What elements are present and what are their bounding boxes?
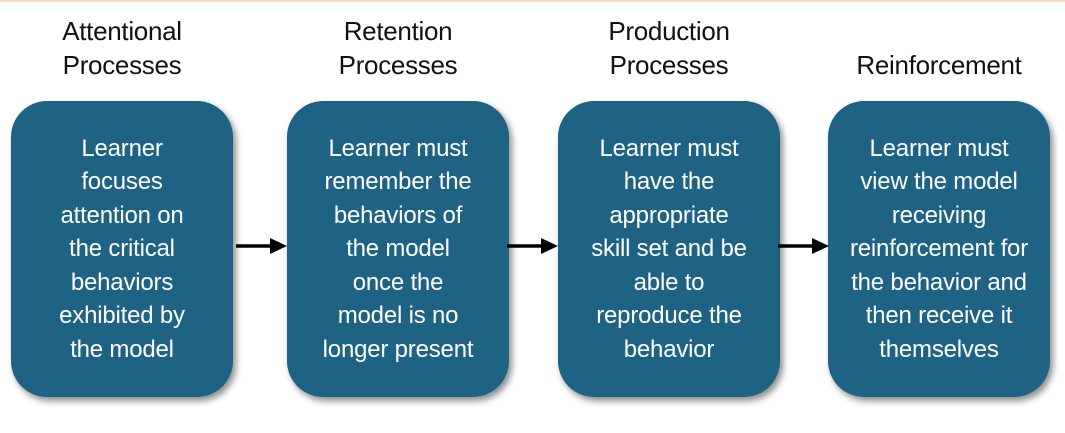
right-arrow-icon <box>778 238 829 254</box>
step-2-header-line-2: Processes <box>338 50 458 80</box>
step-1-text-line-4: the critical <box>69 235 175 263</box>
step-1-text-line-2: focuses <box>81 168 163 196</box>
step-3-text-line-6: reproduce the <box>596 302 742 330</box>
step-3-text-line-3: appropriate <box>609 201 729 229</box>
step-1-text-line-1: Learner <box>81 134 163 162</box>
step-4-text-line-5: the behavior and <box>851 268 1027 296</box>
step-4-header: Reinforcement <box>824 48 1054 82</box>
step-3-box: Learner must have the appropriate skill … <box>558 101 780 397</box>
step-1-text-line-5: behaviors <box>70 268 174 296</box>
step-2-header-line-1: Retention <box>343 16 453 46</box>
step-2-header: Retention Processes <box>283 14 513 82</box>
step-3-text-line-4: skill set and be <box>591 235 747 263</box>
step-4-text-line-4: reinforcement for <box>849 235 1028 263</box>
step-2-text-line-5: once the <box>352 268 444 296</box>
step-2-text-line-2: remember the <box>324 168 472 196</box>
top-rule <box>0 0 1065 2</box>
step-3-text-line-2: have the <box>623 168 715 196</box>
step-1-text-line-3: attention on <box>60 201 184 229</box>
step-1-text-line-7: the model <box>70 335 174 363</box>
step-2-text-line-3: behaviors of <box>333 201 463 229</box>
step-4-header-line-1: Reinforcement <box>856 50 1022 80</box>
step-4-text-line-1: Learner must <box>869 134 1009 162</box>
step-1-text-line-6: exhibited by <box>59 302 185 330</box>
step-2-text-line-6: model is no <box>337 302 459 330</box>
step-1-box: Learner focuses attention on the critica… <box>11 101 233 397</box>
step-3-text-line-1: Learner must <box>599 134 739 162</box>
step-4-text-line-7: themselves <box>879 335 999 363</box>
step-1-header: Attentional Processes <box>7 14 237 82</box>
right-arrow-icon <box>236 238 287 254</box>
step-2-text-line-1: Learner must <box>328 134 468 162</box>
step-3-header-line-1: Production <box>608 16 730 46</box>
step-4-text-line-6: then receive it <box>865 302 1013 330</box>
step-4-text-line-2: view the model <box>860 168 1018 196</box>
step-3-header-line-2: Processes <box>609 50 729 80</box>
step-3-text-line-5: able to <box>633 268 705 296</box>
step-3-header: Production Processes <box>554 14 784 82</box>
right-arrow-icon <box>507 238 558 254</box>
step-3-text-line-7: behavior <box>623 335 715 363</box>
step-2-text-line-7: longer present <box>322 335 474 363</box>
step-2-text-line-4: the model <box>346 235 450 263</box>
step-4-box: Learner must view the model receiving re… <box>828 101 1050 397</box>
step-1-header-line-2: Processes <box>62 50 182 80</box>
step-1-header-line-1: Attentional <box>62 16 182 46</box>
step-4-text-line-3: receiving <box>891 201 987 229</box>
step-2-box: Learner must remember the behaviors of t… <box>287 101 509 397</box>
